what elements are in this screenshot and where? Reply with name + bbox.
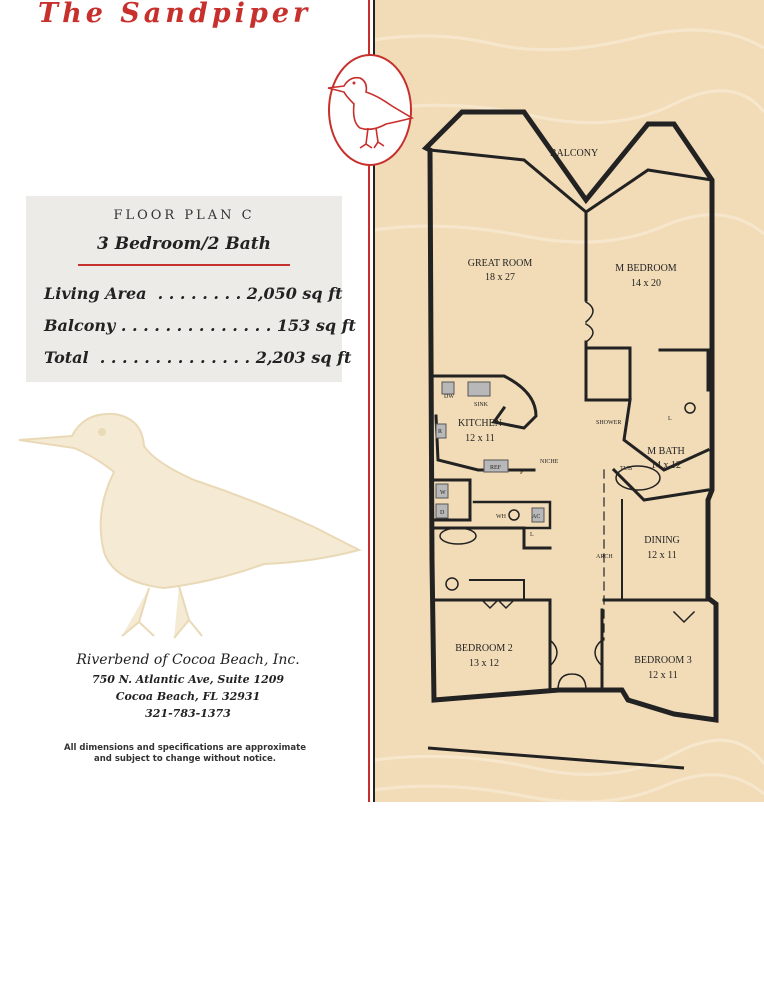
plan-label: FLOOR PLAN C xyxy=(113,208,255,223)
room-dining-dim: 12 x 11 xyxy=(647,550,677,561)
sandpiper-medallion-icon xyxy=(327,54,415,166)
plan-summary-box: FLOOR PLAN C 3 Bedroom/2 Bath Living Are… xyxy=(26,196,356,382)
room-kitchen: KITCHEN xyxy=(458,418,502,429)
brand-title: The Sandpiper xyxy=(38,0,312,29)
room-dining: DINING xyxy=(644,535,680,546)
divider-red xyxy=(368,0,370,802)
room-bedroom-3-dim: 12 x 11 xyxy=(648,670,678,681)
company-address-line1: 750 N. Atlantic Ave, Suite 1209 xyxy=(91,673,285,686)
company-phone: 321-783-1373 xyxy=(145,707,231,720)
label-shower: SHOWER xyxy=(596,420,621,426)
room-balcony: BALCONY xyxy=(550,148,598,159)
room-m-bath: M BATH xyxy=(647,446,685,457)
balcony-row: Balcony . . . . . . . . . . . . . . 153 … xyxy=(44,316,356,335)
bed-bath-heading: 3 Bedroom/2 Bath xyxy=(97,234,271,254)
label-sink: SINK xyxy=(474,402,489,408)
label-w: W xyxy=(440,490,446,496)
label-niche: NICHE xyxy=(540,459,559,465)
floor-plan: BALCONY GREAT ROOM 18 x 27 M BEDROOM 14 … xyxy=(421,109,719,770)
room-m-bath-dim: 14 x 12 xyxy=(651,460,681,471)
room-bedroom-2: BEDROOM 2 xyxy=(455,643,513,654)
label-linen: L xyxy=(530,532,534,538)
room-great-room-dim: 18 x 27 xyxy=(485,272,515,283)
living-area-row: Living Area . . . . . . . . 2,050 sq ft xyxy=(44,284,343,303)
company-address-line2: Cocoa Beach, FL 32931 xyxy=(115,690,261,703)
sandpiper-watermark-icon xyxy=(18,412,362,639)
room-bedroom-2-dim: 13 x 12 xyxy=(469,658,499,669)
room-great-room: GREAT ROOM xyxy=(468,258,533,269)
label-arch: ARCH xyxy=(596,554,613,560)
label-ref: REF xyxy=(490,465,502,471)
disclaimer-line1: All dimensions and specifications are ap… xyxy=(64,743,306,753)
room-kitchen-dim: 12 x 11 xyxy=(465,433,495,444)
label-tub: TUB xyxy=(620,466,632,472)
label-d: D xyxy=(440,510,445,516)
label-wh: WH xyxy=(496,514,507,520)
label-p: P xyxy=(520,470,524,476)
accent-rule xyxy=(78,264,290,266)
room-m-bedroom-dim: 14 x 20 xyxy=(631,278,661,289)
room-m-bedroom: M BEDROOM xyxy=(615,263,677,274)
label-ac: AC xyxy=(532,514,540,520)
company-name: Riverbend of Cocoa Beach, Inc. xyxy=(76,652,300,668)
label-dw: DW xyxy=(444,394,454,400)
divider-black xyxy=(373,0,375,802)
room-bedroom-3: BEDROOM 3 xyxy=(634,655,692,666)
disclaimer-line2: and subject to change without notice. xyxy=(93,754,276,764)
label-linen-bath: L xyxy=(668,416,672,422)
label-r: R xyxy=(438,429,442,435)
total-row: Total . . . . . . . . . . . . . . 2,203 … xyxy=(44,348,352,367)
